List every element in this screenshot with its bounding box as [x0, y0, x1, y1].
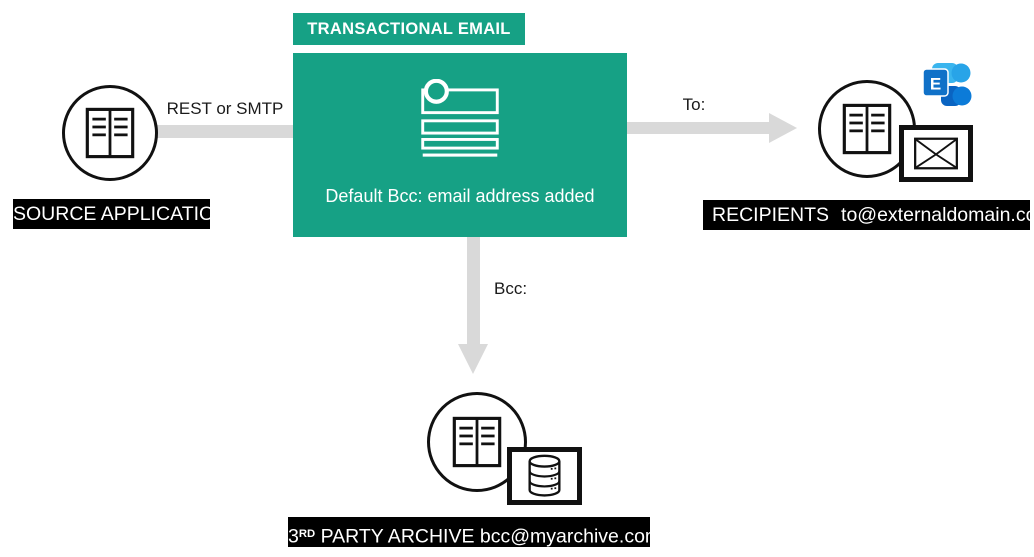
arrow-right-head-icon	[769, 113, 797, 143]
source-application-node	[62, 85, 158, 181]
edge-source-to-central	[150, 125, 293, 138]
edge-central-to-archive-shaft	[467, 237, 480, 344]
archive-label-rest: PARTY ARCHIVE bcc@myarchive.com	[315, 525, 662, 548]
edge-label-bcc: Bcc:	[494, 279, 528, 298]
application-icon	[85, 107, 135, 159]
database-icon	[528, 454, 561, 497]
newsletter-list-icon	[421, 79, 499, 157]
source-application-label: SOURCE APPLICATION	[13, 199, 228, 229]
recipients-label-address: to@externaldomain.com	[841, 204, 1034, 226]
edge-central-to-recipients-shaft	[627, 122, 769, 134]
recipients-label: RECIPIENTS to@externaldomain.com	[703, 200, 1034, 230]
database-badge	[507, 447, 582, 505]
third-party-archive-node	[427, 392, 527, 492]
archive-label-ordinal: RD	[298, 527, 316, 540]
application-icon	[842, 103, 892, 155]
envelope-icon	[914, 137, 958, 170]
third-party-archive-label: 3RD PARTY ARCHIVE bcc@myarchive.com	[288, 517, 661, 548]
transactional-email-box: Default Bcc: email address added	[293, 53, 627, 237]
application-icon	[452, 416, 502, 468]
arrow-down-head-icon	[458, 344, 488, 374]
envelope-badge	[899, 125, 973, 182]
microsoft-exchange-logo: E	[922, 63, 972, 106]
recipients-label-title: RECIPIENTS	[712, 204, 830, 226]
edge-label-to: To:	[682, 95, 706, 114]
diagram-title: TRANSACTIONAL EMAIL	[293, 13, 525, 45]
archive-label-prefix: 3	[288, 525, 299, 548]
central-box-caption: Default Bcc: email address added	[325, 186, 595, 206]
edge-label-rest-or-smtp: REST or SMTP	[166, 99, 284, 118]
exchange-letter: E	[930, 75, 941, 94]
